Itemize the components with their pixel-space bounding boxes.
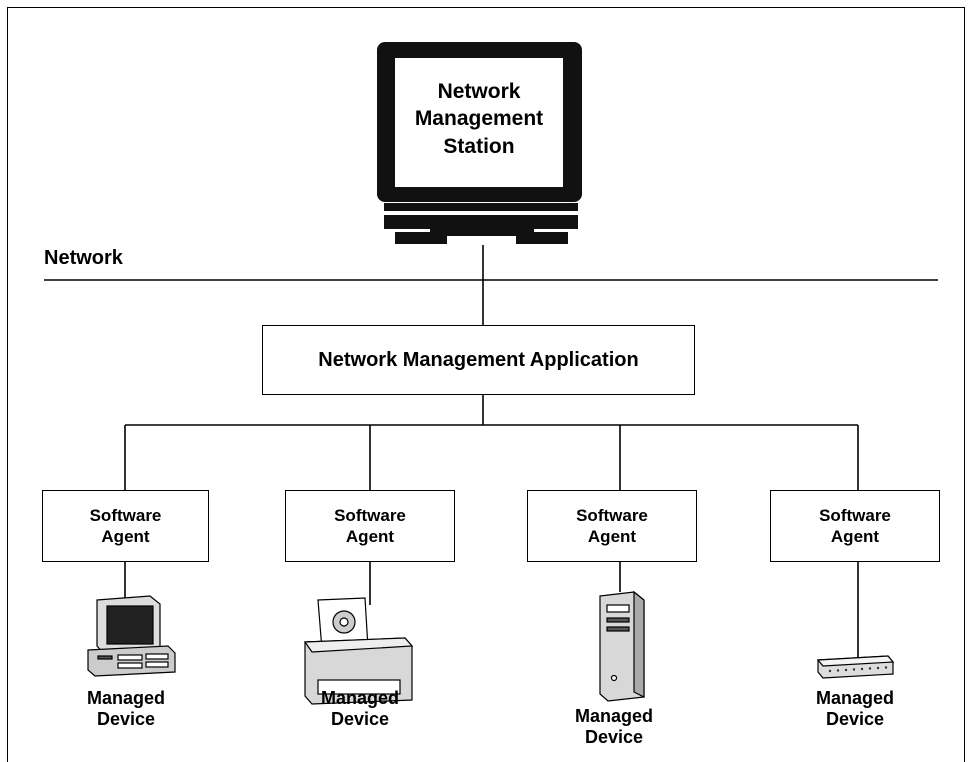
software-agent-box-2: Software Agent xyxy=(285,490,455,562)
managed-device-label-3: Managed Device xyxy=(554,706,674,748)
connectors xyxy=(44,245,938,660)
device-label-line-1: Managed xyxy=(574,706,653,726)
agent-label-line-1: Software xyxy=(576,505,648,525)
software-agent-box-3: Software Agent xyxy=(527,490,697,562)
managed-device-label-1: Managed Device xyxy=(66,688,186,730)
network-hub-icon xyxy=(816,655,895,679)
agent-label-line-1: Software xyxy=(819,505,891,525)
device-label-line-1: Managed xyxy=(86,688,165,708)
device-label-line-2: Device xyxy=(330,709,390,730)
software-agent-box-4: Software Agent xyxy=(770,490,940,562)
device-label-line-2: Device xyxy=(825,709,885,730)
agent-label-line-2: Agent xyxy=(830,527,880,546)
station-label: Network Management Station xyxy=(395,78,563,160)
application-box: Network Management Application xyxy=(262,325,695,395)
monitor-icon xyxy=(377,42,582,244)
device-label-line-2: Device xyxy=(96,709,156,730)
agent-label-line-2: Agent xyxy=(101,527,150,546)
device-label-line-1: Managed xyxy=(815,688,894,708)
diagram-frame xyxy=(7,7,965,762)
station-label-line-3: Station xyxy=(443,134,515,158)
software-agent-box-1: Software Agent xyxy=(42,490,209,562)
tower-server-icon xyxy=(599,590,645,702)
station-label-line-2: Management xyxy=(414,107,544,131)
agent-label-line-1: Software xyxy=(334,505,406,525)
desktop-computer-icon xyxy=(87,595,176,677)
managed-device-label-2: Managed Device xyxy=(300,688,420,730)
station-label-line-1: Network xyxy=(437,80,521,103)
agent-label-line-2: Agent xyxy=(587,527,637,546)
device-label-line-2: Device xyxy=(584,727,644,748)
application-label: Network Management Application xyxy=(318,348,639,371)
agent-label-line-1: Software xyxy=(89,505,162,525)
device-label-line-1: Managed xyxy=(320,688,399,708)
network-label: Network xyxy=(44,247,123,269)
managed-device-label-4: Managed Device xyxy=(795,688,915,730)
agent-label-line-2: Agent xyxy=(345,527,395,546)
printer-icon xyxy=(303,597,414,705)
